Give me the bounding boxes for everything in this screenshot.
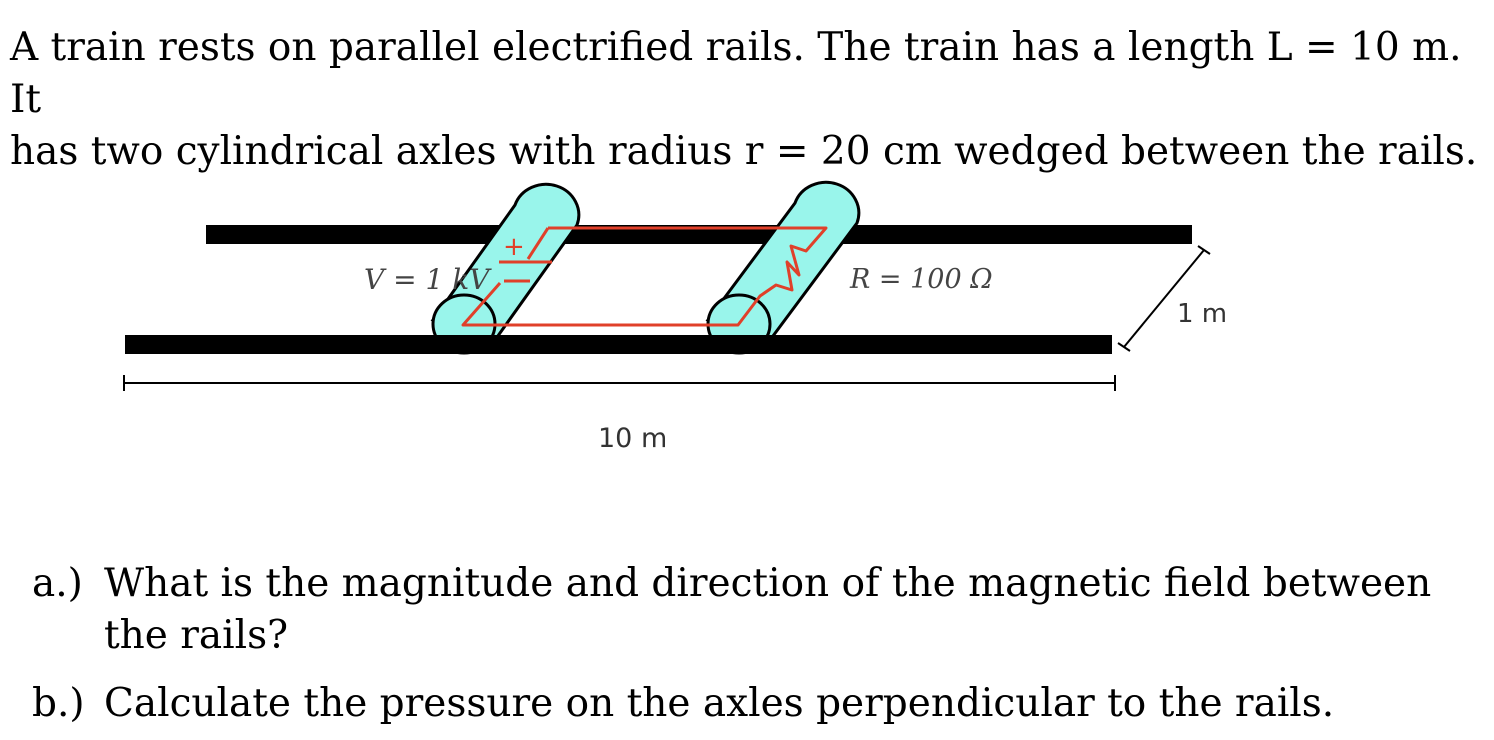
length-label: 10 m xyxy=(598,423,667,454)
question-b-label: b.) xyxy=(32,681,85,726)
intro-line-1: A train rests on parallel electrified ra… xyxy=(10,25,1462,122)
back-rail xyxy=(206,225,1192,244)
circuit-wire xyxy=(461,226,828,327)
intro-line-2: has two cylindrical axles with radius r … xyxy=(10,129,1478,174)
battery-plus-sign: + xyxy=(503,232,525,262)
battery-icon xyxy=(499,260,552,283)
front-rail xyxy=(125,335,1112,354)
width-label: 1 m xyxy=(1177,299,1227,329)
resistance-label: R = 100 Ω xyxy=(849,264,993,295)
question-a-label: a.) xyxy=(32,561,83,606)
question-b-text: Calculate the pressure on the axles perp… xyxy=(104,681,1335,726)
question-b: b.) Calculate the pressure on the axles … xyxy=(32,678,1454,730)
voltage-label: V = 1 kV xyxy=(364,263,492,296)
problem-intro: A train rests on parallel electrified ra… xyxy=(10,22,1480,178)
length-dimension xyxy=(123,375,1116,391)
question-a: a.) What is the magnitude and direction … xyxy=(32,558,1454,662)
question-a-text: What is the magnitude and direction of t… xyxy=(104,561,1432,658)
width-dimension xyxy=(1117,245,1211,352)
right-axle xyxy=(705,180,861,355)
